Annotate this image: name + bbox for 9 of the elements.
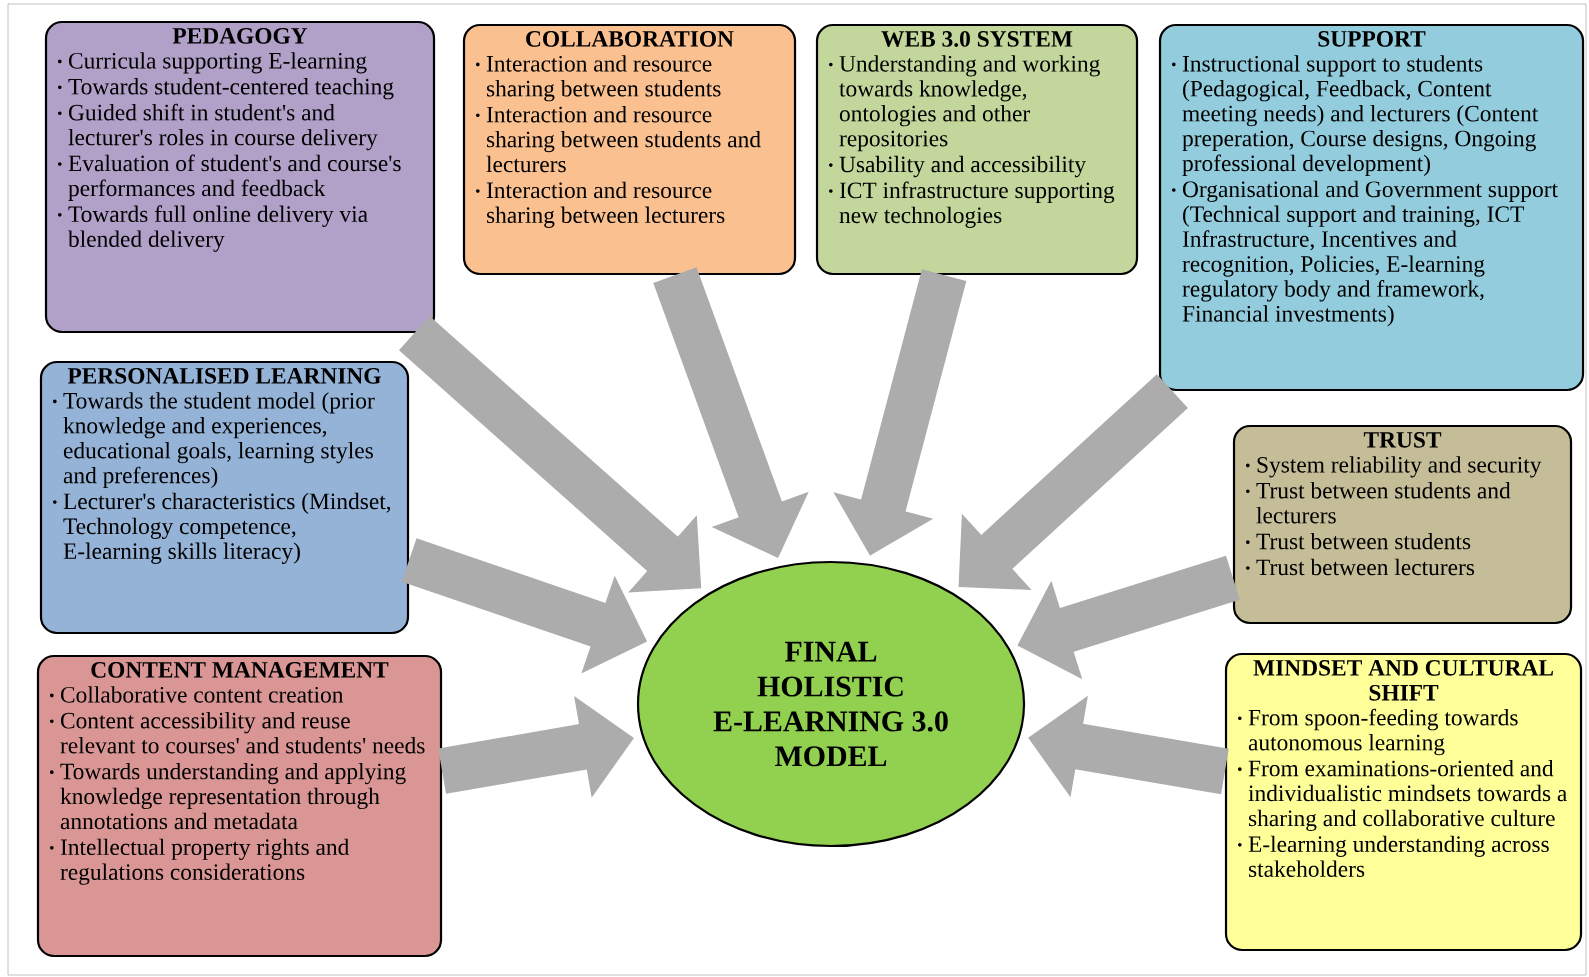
topic-box: PEDAGOGY Curricula supporting E-learning Towards student-centered teaching Guided shift in student's and lecturer's roles in course delivery Evaluation of student's and course's performances and feedback Towards full online delivery via blended delivery [44,20,436,334]
block-arrow [958,374,1188,590]
topic-box: COLLABORATION Interaction and resource sharing between students Interaction and resource sharing between students and lecturers Interaction and resource sharing between lecturers [462,23,797,276]
topic-box: WEB 3.0 SYSTEM Understanding and working towards knowledge, ontologies and other repositories Usability and accessibility ICT infrastructure supporting new technologies [815,23,1139,276]
topic-box: TRUST System reliability and security Trust between students and lecturers Trust between students Trust between lecturers [1232,424,1573,625]
topic-box: MINDSET AND CULTURAL SHIFT From spoon-feeding towards autonomous learning From examinations-oriented and individualistic mindsets towards a sharing and collaborative culture E-learning understanding across stakeholders [1224,652,1583,952]
topic-box: PERSONALISED LEARNING Towards the student model (prior knowledge and experiences, educational goals, learning styles and preferences) Lecturer's characteristics (Mindset, Technology competence, E-learning skills literacy) [39,360,410,635]
topic-box: CONTENT MANAGEMENT Collaborative content creation Content accessibility and reuse relevant to courses' and students' needs Towards understanding and applying knowledge representation through annotations and metadata Intellectual property rights and regulations considerations [36,654,443,958]
topic-box: SUPPORT Instructional support to students (Pedagogical, Feedback, Content meeting needs) and lecturers (Content preperation, Course designs, Ongoing professional development) Organisational and Government support (Technical support and training, ICT Infrastructure, Incentives and recognition, Policies, E-learning regulatory body and framework, Financial investments) [1158,23,1585,392]
